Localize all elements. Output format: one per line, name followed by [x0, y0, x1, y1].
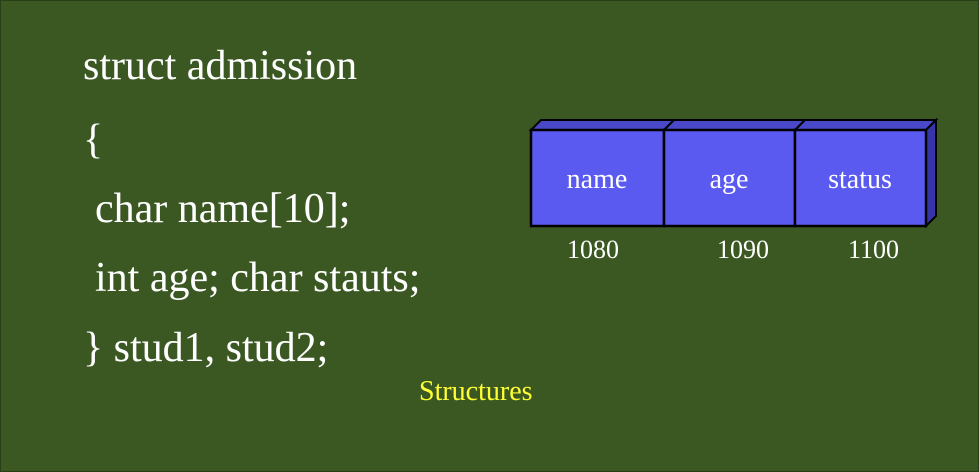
- name-address: 1080: [567, 235, 619, 264]
- age-box-label: age: [710, 164, 749, 195]
- name-box-label: name: [567, 164, 628, 195]
- code-line-struct-declaration: struct admission: [83, 43, 358, 89]
- status-box: [793, 128, 928, 228]
- name-box-top: [528, 119, 677, 131]
- memory-layout-diagram: name age status: [528, 117, 939, 229]
- name-box: [529, 128, 666, 228]
- age-box-top: [661, 119, 808, 131]
- status-box-label: status: [828, 164, 892, 195]
- status-box-side: [925, 117, 937, 229]
- code-line-open-brace: {: [83, 117, 104, 163]
- code-line-name-member: char name[10];: [95, 186, 351, 232]
- code-line-age-status-members: int age; char stauts;: [95, 255, 421, 301]
- code-line-close-variables: } stud1, stud2;: [83, 325, 329, 371]
- age-box: [662, 128, 797, 228]
- age-address: 1090: [717, 235, 769, 264]
- status-box-top: [792, 119, 939, 131]
- status-address: 1100: [848, 235, 900, 264]
- caption-structures: Structures: [419, 376, 533, 407]
